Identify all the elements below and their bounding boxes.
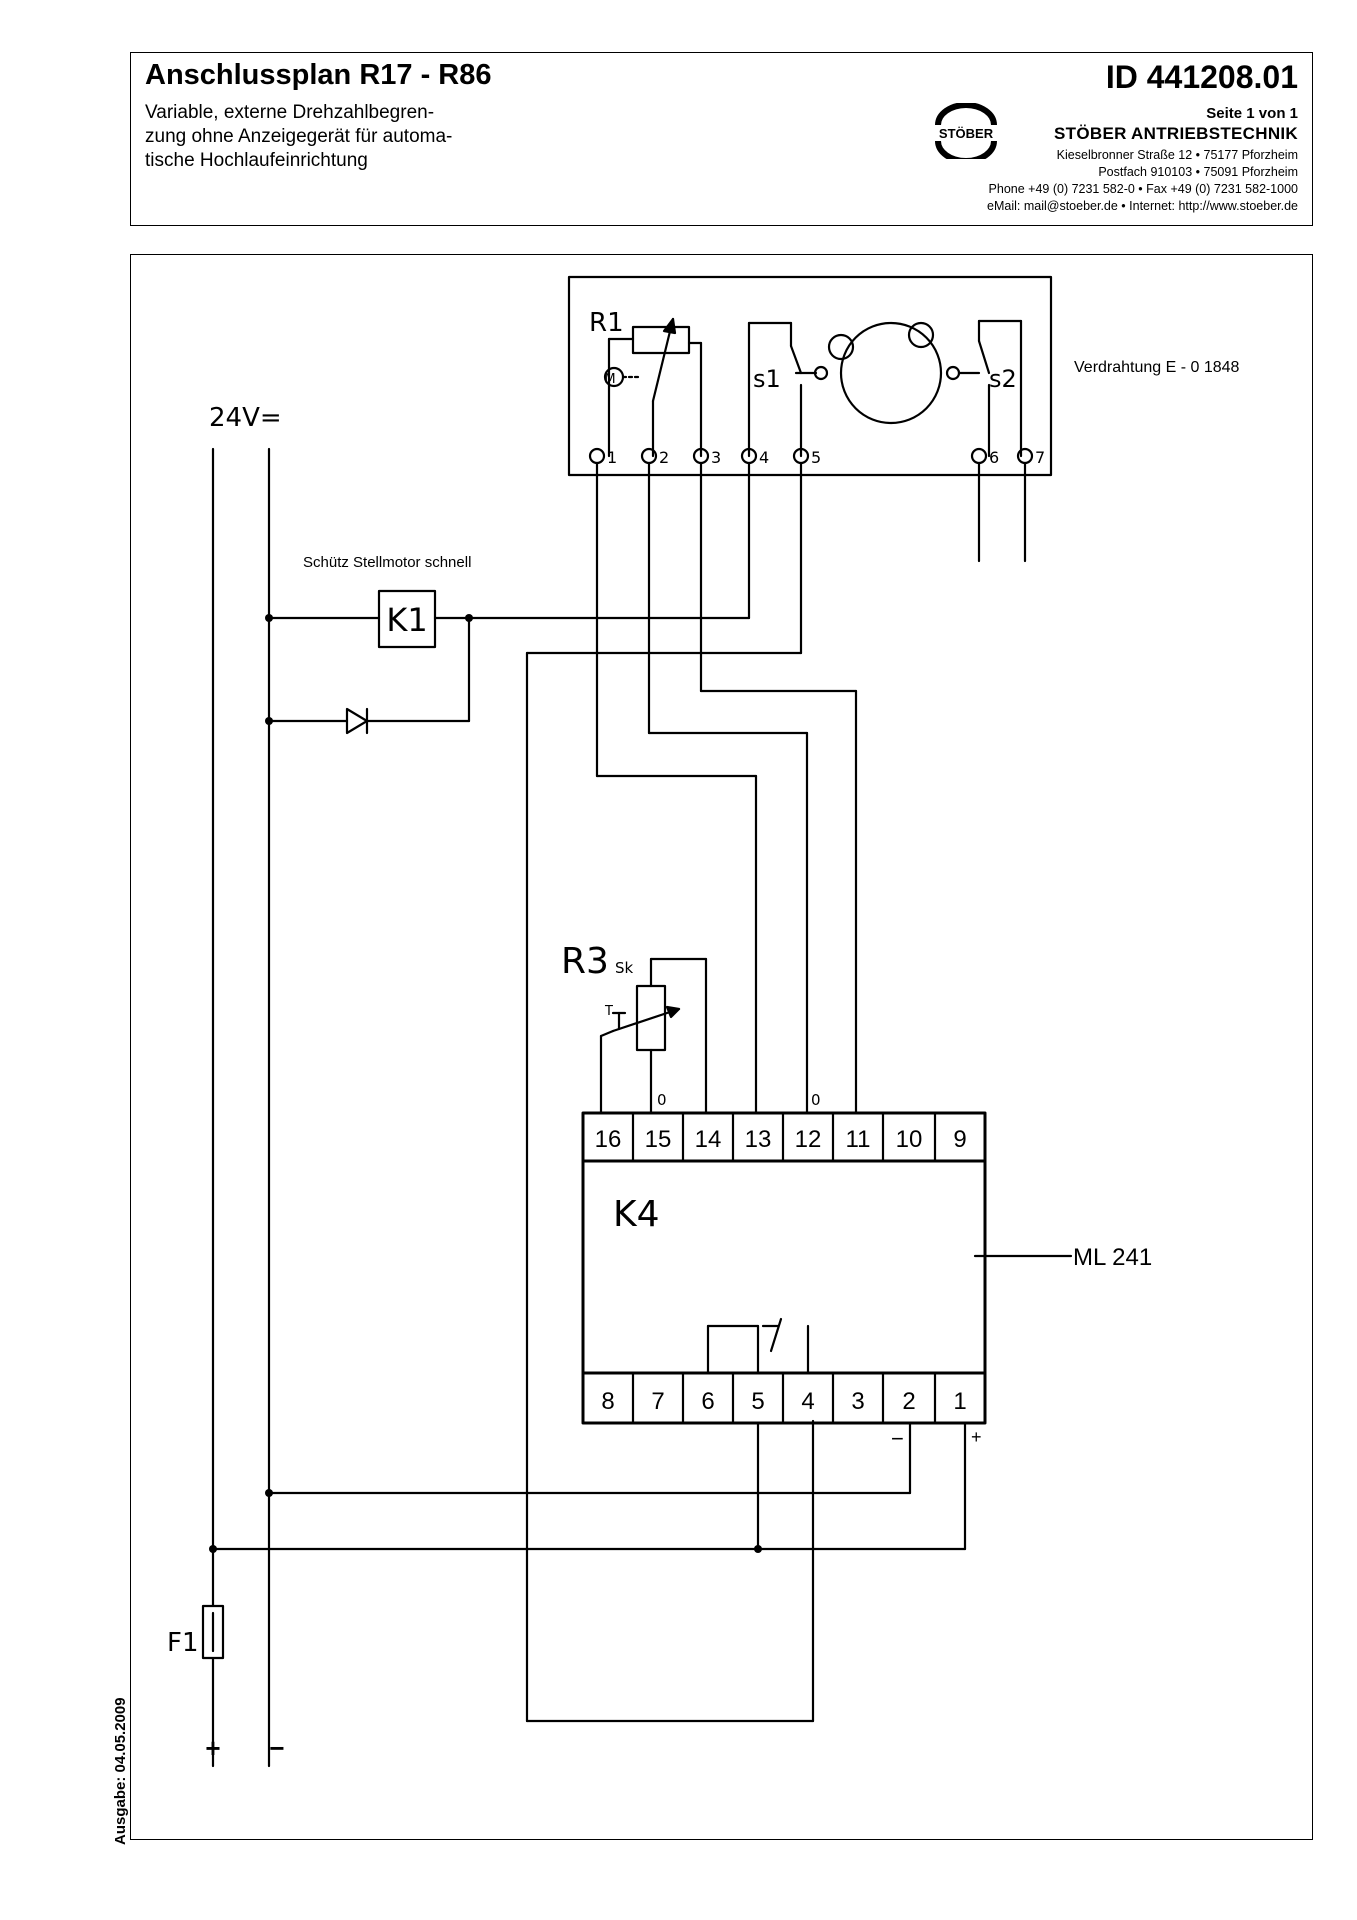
k4-relay-contact [769, 1317, 783, 1353]
r3-label: R3 [561, 941, 609, 982]
k4-terminal-7: 7 [651, 1388, 664, 1415]
diagram-frame: 24V= R1 M s1 s2 1 2 3 4 5 6 7 Verdrahtun… [130, 254, 1313, 1840]
document-title: Anschlussplan R17 - R86 [145, 59, 492, 91]
zero-mark: 0 [811, 1091, 821, 1109]
s1-label: s1 [753, 365, 781, 393]
subtitle-line: zung ohne Anzeigegerät für automa- [145, 126, 453, 147]
logo-text: STÖBER [939, 126, 994, 141]
k4-terminal-12: 12 [795, 1126, 822, 1153]
f1-label: F1 [167, 1628, 199, 1658]
terminal-1-label: 1 [607, 448, 617, 467]
stoeber-logo: STÖBER [926, 103, 1006, 159]
diode [345, 707, 369, 735]
subtitle-line: Variable, externe Drehzahlbegren- [145, 102, 435, 123]
plus-terminal-label: + [205, 1733, 220, 1763]
header-box: Anschlussplan R17 - R86 Variable, extern… [130, 52, 1313, 226]
k4-terminal-10: 10 [896, 1126, 923, 1153]
k1-caption: Schütz Stellmotor schnell [303, 554, 471, 571]
k4-terminal-1: 1 [953, 1388, 966, 1415]
ml241-label: ML 241 [1073, 1244, 1152, 1271]
k4-terminal-8: 8 [601, 1388, 614, 1415]
k4-label: K4 [613, 1194, 660, 1235]
r3-sub-label: Sk [615, 959, 634, 977]
company-name: STÖBER ANTRIEBSTECHNIK [1054, 124, 1298, 143]
terminal-6-label: 6 [989, 448, 999, 467]
r1-label: R1 [589, 308, 624, 338]
k4-terminal-15: 15 [645, 1126, 672, 1153]
wiring-diagram: 24V= R1 M s1 s2 1 2 3 4 5 6 7 Verdrahtun… [167, 275, 1240, 1768]
s1-contact [789, 344, 803, 375]
document-id: ID 441208.01 [1105, 59, 1298, 95]
r3-wiper [611, 1007, 681, 1033]
terminal-4-label: 4 [759, 448, 769, 467]
minus-terminal-label: − [269, 1733, 284, 1763]
r1-resistor [631, 325, 691, 355]
terminal-5-label: 5 [811, 448, 821, 467]
supply-label: 24V= [209, 403, 282, 433]
k4-terminal-11: 11 [846, 1126, 871, 1153]
k4-terminal-13: 13 [745, 1126, 772, 1153]
k4-terminal-9: 9 [953, 1126, 966, 1153]
terminal-2-label: 2 [659, 448, 669, 467]
s2-label: s2 [989, 365, 1017, 393]
actuator-box [567, 275, 1053, 477]
zero-mark: 0 [657, 1091, 667, 1109]
terminal-1 [588, 447, 606, 465]
address-line: eMail: mail@stoeber.de • Internet: http:… [987, 199, 1298, 213]
address-line: Postfach 910103 • 75091 Pforzheim [1098, 165, 1298, 179]
terminal-3-label: 3 [711, 448, 721, 467]
issue-date: Ausgabe: 04.05.2009 [112, 1697, 129, 1845]
wiring-note: Verdrahtung E - 0 1848 [1074, 359, 1240, 376]
s2-contact [977, 339, 991, 375]
cam-lobe [907, 321, 935, 349]
k4-terminal-2: 2 [902, 1388, 915, 1415]
motor-label: M [604, 372, 615, 387]
k4-terminal-5: 5 [751, 1388, 764, 1415]
address-line: Phone +49 (0) 7231 582-0 • Fax +49 (0) 7… [988, 182, 1298, 196]
page-info: Seite 1 von 1 [1206, 105, 1298, 122]
k1-label: K1 [386, 601, 427, 639]
k4-terminal-14: 14 [695, 1126, 722, 1153]
terminal-6 [970, 447, 988, 465]
terminal-7-label: 7 [1035, 448, 1045, 467]
k4-terminal-6: 6 [701, 1388, 714, 1415]
r3-wiper-label: T [604, 1004, 613, 1019]
minus-mark: − [891, 1426, 904, 1451]
document-subtitle: Variable, externe Drehzahlbegren- zung o… [145, 101, 565, 173]
s2-roller [945, 365, 961, 381]
k4-terminal-16: 16 [595, 1126, 622, 1153]
subtitle-line: tische Hochlaufeinrichtung [145, 150, 368, 171]
plus-mark: + [971, 1427, 982, 1447]
s1-roller [813, 365, 829, 381]
address-line: Kieselbronner Straße 12 • 75177 Pforzhei… [1056, 148, 1298, 162]
k4-terminal-4: 4 [801, 1388, 814, 1415]
k4-terminal-3: 3 [851, 1388, 864, 1415]
cam-lobe [827, 333, 855, 361]
cam-disc [839, 321, 943, 425]
